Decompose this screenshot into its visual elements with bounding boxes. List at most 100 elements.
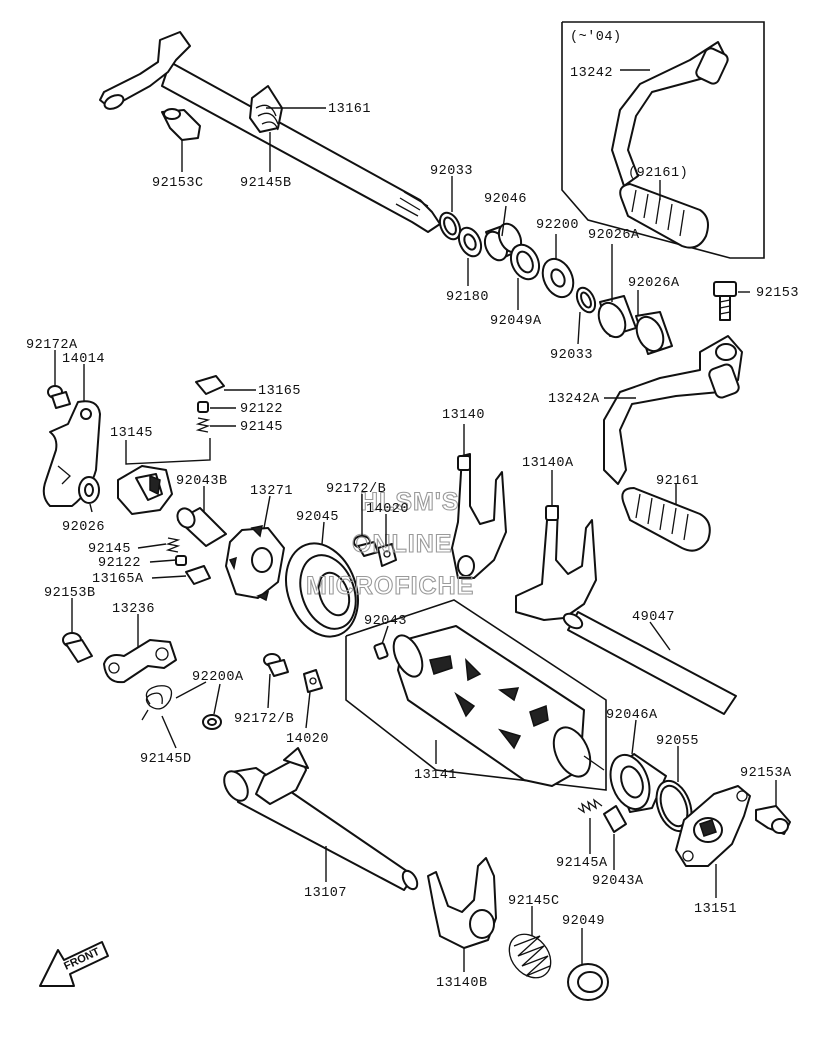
label-92049: 92049	[562, 914, 605, 929]
label-92145-top: 92145	[240, 420, 283, 435]
label-92049a: 92049A	[490, 314, 542, 329]
bolt-92153	[713, 281, 737, 321]
label-13151: 13151	[694, 902, 737, 917]
label-14014: 14014	[62, 352, 105, 367]
label-92153c: 92153C	[152, 176, 204, 191]
washer-92200	[541, 257, 575, 299]
bolt-92153c	[161, 108, 201, 141]
label-13236: 13236	[112, 602, 155, 617]
label-13140: 13140	[442, 408, 485, 423]
spring-92145c	[508, 933, 552, 979]
gear-positioning-plate-13271	[225, 525, 285, 602]
plate-14020-low	[303, 669, 323, 693]
label-92026: 92026	[62, 520, 105, 535]
label-92033-low: 92033	[550, 348, 593, 363]
label-92172b-top: 92172/B	[326, 482, 386, 497]
label-92145c: 92145C	[508, 894, 560, 909]
leader-lines	[54, 69, 777, 972]
pawl-13165a	[185, 565, 211, 585]
circlip-92033-top	[438, 211, 462, 241]
label-92026a-1: 92026A	[588, 228, 640, 243]
label-13242a: 13242A	[548, 392, 600, 407]
label-92153b: 92153B	[44, 586, 96, 601]
label-92161-paren: (92161)	[628, 166, 688, 181]
label-92055: 92055	[656, 734, 699, 749]
label-92153a: 92153A	[740, 766, 792, 781]
label-14020-low: 14020	[286, 732, 329, 747]
label-14020-top: 14020	[366, 502, 409, 517]
label-92172a: 92172A	[26, 338, 78, 353]
washer-92026	[78, 476, 100, 504]
label-92026a-2: 92026A	[628, 276, 680, 291]
label-13271: 13271	[250, 484, 293, 499]
label-92046: 92046	[484, 192, 527, 207]
watermark: HLSM'S ONLINE MICROFICHE	[305, 487, 474, 600]
bolt-92153a	[755, 805, 791, 835]
label-92046a: 92046A	[606, 708, 658, 723]
label-92045: 92045	[296, 510, 339, 525]
fork-shaft-49047	[562, 611, 737, 715]
holder-13151	[675, 785, 751, 867]
spring-92145d	[141, 681, 207, 721]
shift-shaft-13161	[99, 31, 441, 233]
spring-92145-top	[195, 417, 211, 433]
label-92122-top: 92122	[240, 402, 283, 417]
label-92145d: 92145D	[140, 752, 192, 767]
shift-lever-13145	[117, 465, 173, 515]
label-92145b: 92145B	[240, 176, 292, 191]
label-13140a: 13140A	[522, 456, 574, 471]
pin-92122-top	[197, 401, 209, 413]
label-13165a: 13165A	[92, 572, 144, 587]
label-92161: 92161	[656, 474, 699, 489]
label-13165: 13165	[258, 384, 301, 399]
oil-seal-92049a	[509, 243, 541, 281]
label-13107: 13107	[304, 886, 347, 901]
needle-bearing-92046	[483, 222, 523, 262]
part-labels: 13161 92153C 92145B 92033 92046 92180 92…	[26, 66, 799, 991]
front-arrow-icon: FRONT	[39, 941, 109, 987]
circlip-92033-low	[575, 286, 597, 314]
label-92122-mid: 92122	[98, 556, 141, 571]
plate-14020-top	[377, 543, 397, 567]
spring-92145-mid	[165, 537, 181, 553]
label-13141: 13141	[414, 768, 457, 783]
spring-92145a	[577, 798, 603, 814]
label-92043b: 92043B	[176, 474, 228, 489]
label-49047: 49047	[632, 610, 675, 625]
shift-fork-13140a	[515, 505, 597, 621]
bushing-92026a-2	[635, 311, 673, 355]
inset-label: (~'04)	[570, 30, 622, 45]
bolt-92172a	[47, 385, 71, 409]
label-92033-top: 92033	[430, 164, 473, 179]
pawl-13165	[195, 375, 225, 395]
label-92200: 92200	[536, 218, 579, 233]
shift-shaft-13107	[223, 747, 419, 891]
shift-fork-13140	[451, 453, 507, 579]
bolt-92172b-low	[263, 653, 289, 677]
pin-92043	[373, 642, 389, 660]
seal-92049	[567, 963, 609, 1001]
bushing-92026a-1	[597, 295, 637, 339]
pin-92043b	[176, 507, 227, 547]
ball-bearing-92045	[285, 542, 359, 638]
label-13140b: 13140B	[436, 976, 488, 991]
pin-92043a	[603, 805, 627, 833]
label-92200a: 92200A	[192, 670, 244, 685]
watermark-line3: MICROFICHE	[306, 572, 474, 600]
washer-92200a	[202, 714, 222, 730]
inset-frame: (~'04)	[561, 21, 765, 259]
label-92172b-low: 92172/B	[234, 712, 294, 727]
washer-92180	[457, 226, 483, 258]
shift-drum-13141	[345, 599, 607, 791]
label-92145a: 92145A	[556, 856, 608, 871]
watermark-line1: HLSM'S	[360, 488, 459, 516]
label-92145-mid: 92145	[88, 542, 131, 557]
label-13161: 13161	[328, 102, 371, 117]
label-92043: 92043	[364, 614, 407, 629]
label-13242: 13242	[570, 66, 613, 81]
bolt-92153b	[62, 632, 93, 663]
label-92180: 92180	[446, 290, 489, 305]
pin-92122-mid	[175, 555, 187, 566]
shift-pedal-13242-inset	[611, 41, 729, 249]
